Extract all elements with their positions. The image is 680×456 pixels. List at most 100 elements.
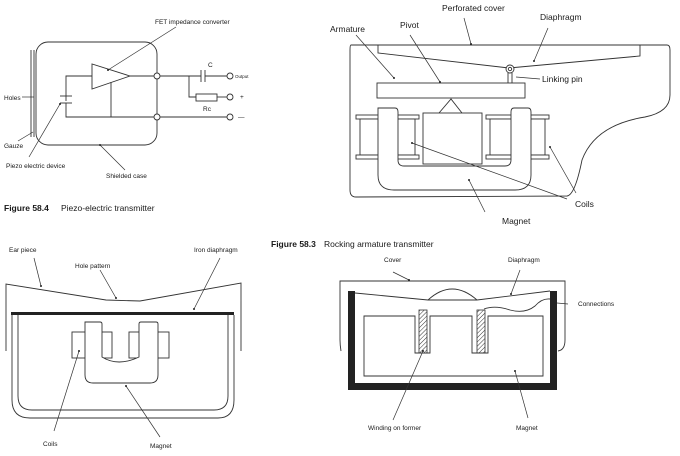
label-winding: Winding on former	[368, 425, 422, 432]
earpiece-diagram: Ear piece Hole pattern Iron diaphragm Co…	[5, 247, 242, 450]
ear-piece-leader-dot	[40, 285, 42, 287]
pivot	[438, 98, 463, 114]
pivot-leader	[409, 34, 441, 83]
rocking-casing	[349, 44, 671, 198]
label-diaphragm: Diaphragm	[508, 257, 540, 264]
connections-wire	[483, 298, 551, 312]
diaphragm-leader	[510, 269, 521, 295]
case-leader-dot	[99, 144, 101, 146]
armature	[376, 82, 526, 99]
winding-left	[418, 309, 428, 354]
label-hole-pattern: Hole pattern	[75, 263, 111, 270]
output-terminal	[226, 72, 234, 80]
label-gauze: Gauze	[4, 143, 24, 150]
diaphragm-leader	[533, 27, 549, 62]
cover-leader-dot	[470, 43, 472, 45]
label-armature: Armature	[330, 24, 365, 34]
iron-diaphragm-leader-dot	[193, 308, 195, 310]
piezo-transmitter-diagram: FET impedance converter C Output + — Rc …	[4, 19, 249, 213]
pivot-leader-dot	[439, 81, 441, 83]
label-coils: Coils	[575, 199, 594, 209]
magnet-leader-dot	[125, 385, 127, 387]
magnet-leader-dot	[468, 179, 470, 181]
u-magnet	[84, 321, 159, 384]
label-plus: +	[240, 94, 244, 101]
coils-leader-left	[411, 142, 568, 200]
case-terminal-gnd	[153, 113, 161, 121]
iron-diaphragm	[11, 312, 234, 315]
cover	[339, 280, 566, 352]
gauze-leader	[17, 131, 34, 142]
connections-leader	[556, 302, 569, 305]
magnet-leader	[468, 179, 486, 213]
winding-leader-dot	[422, 350, 424, 352]
winding-right	[476, 309, 486, 354]
u-magnet	[377, 107, 532, 191]
caption-number-58-3: Figure 58.3	[271, 239, 316, 249]
magnet	[363, 315, 544, 377]
label-iron-diaphragm: Iron diaphragm	[194, 247, 238, 254]
label-magnet: Magnet	[516, 425, 538, 432]
label-diaphragm: Diaphragm	[540, 12, 582, 22]
label-coils: Coils	[43, 441, 58, 448]
magnet-leader	[514, 370, 529, 419]
ground-wire	[65, 103, 157, 118]
ear-piece-cover	[5, 282, 242, 351]
label-minus: —	[238, 114, 245, 121]
linking-pin-hole	[507, 66, 513, 72]
armature-leader-dot	[393, 77, 395, 79]
outer-cup	[11, 315, 235, 419]
cover-leader	[463, 17, 472, 45]
coils-leader-right-dot	[549, 146, 551, 148]
piezo-wire-top	[65, 75, 92, 101]
caption-number-58-4: Figure 58.4	[4, 203, 49, 213]
ear-piece-leader	[33, 257, 42, 287]
label-connections: Connections	[578, 301, 615, 308]
linking-pin-eye	[505, 64, 515, 74]
label-perforated-cover: Perforated cover	[442, 3, 505, 13]
label-cover: Cover	[384, 257, 402, 264]
label-output: Output	[235, 74, 249, 79]
magnet-leader-dot	[514, 370, 516, 372]
label-piezo-device: Piezo electric device	[6, 163, 66, 170]
minus-terminal	[226, 113, 234, 121]
linking-pin-leader	[515, 76, 541, 80]
diaphragm-leader-dot	[510, 293, 512, 295]
armature-leader	[355, 34, 395, 79]
shielded-case	[35, 41, 158, 146]
diaphragm-left	[354, 292, 429, 301]
fet-leader	[107, 26, 177, 71]
coils-leader	[53, 350, 80, 432]
inner-cup	[17, 315, 229, 411]
label-linking-pin: Linking pin	[542, 74, 583, 84]
piezo-leader	[28, 103, 61, 158]
label-magnet: Magnet	[150, 443, 172, 450]
magnet-leader	[125, 385, 161, 438]
plus-terminal	[226, 93, 234, 101]
label-magnet: Magnet	[502, 216, 531, 226]
caption-title-58-4: Piezo-electric transmitter	[61, 203, 155, 213]
piezo-leader-dot	[59, 103, 61, 105]
label-shielded-case: Shielded case	[106, 173, 147, 180]
rocking-armature-diagram: Perforated cover Diaphragm Armature Pivo…	[271, 3, 671, 249]
resistor-rc	[195, 93, 218, 102]
label-ear-piece: Ear piece	[9, 247, 37, 254]
label-c: C	[208, 62, 213, 69]
coils-leader-right	[549, 146, 577, 194]
label-rc: Rc	[203, 106, 212, 113]
coils-leader-left-dot	[411, 142, 413, 144]
caption-title-58-3: Rocking armature transmitter	[324, 239, 434, 249]
fet-leader-dot	[107, 69, 109, 71]
hole-pattern-leader	[99, 269, 117, 299]
diaphragm-right	[476, 290, 551, 301]
rc-wire	[188, 76, 196, 98]
moving-coil-diagram: Cover Diaphragm Connections Winding on f…	[339, 257, 615, 432]
centre-pole	[422, 112, 483, 165]
winding-leader	[392, 350, 424, 421]
label-fet: FET impedance converter	[155, 19, 230, 26]
diaphragm	[377, 45, 641, 69]
cover-leader-dot	[408, 279, 410, 281]
case-leader	[99, 144, 126, 171]
case-terminal-out	[153, 72, 161, 80]
diaphragm-dome	[427, 288, 478, 301]
